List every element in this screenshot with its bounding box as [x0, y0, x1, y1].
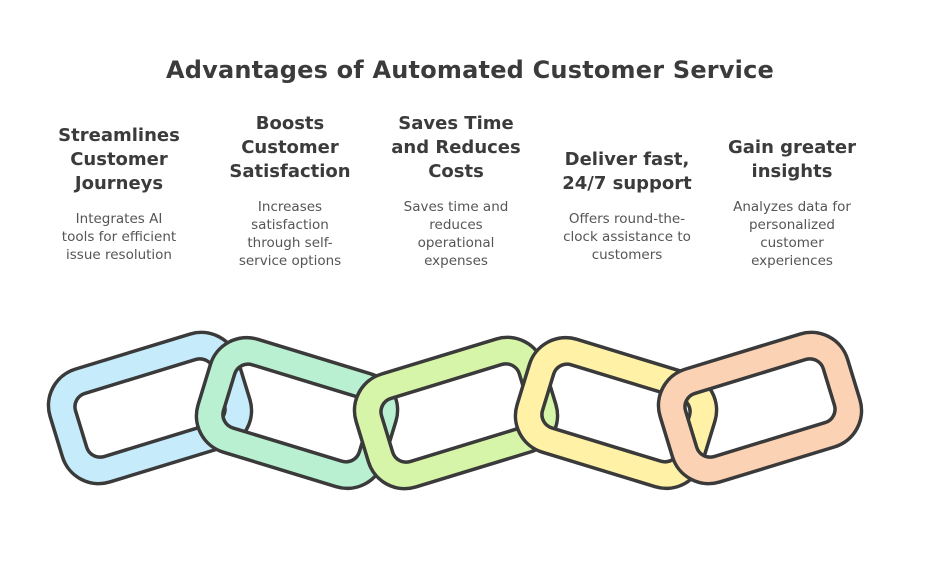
advantage-description: Saves time and reduces operational expen…	[403, 199, 509, 269]
advantage-heading: Boosts Customer Satisfaction	[229, 113, 351, 182]
advantage-description: Offers round-the- clock assistance to cu…	[563, 211, 691, 263]
advantage-heading: Deliver fast, 24/7 support	[562, 149, 692, 194]
chain-link-band	[658, 332, 862, 484]
advantage-heading: Gain greater insights	[728, 137, 856, 182]
advantage-description: Increases satisfaction through self- ser…	[238, 199, 342, 269]
chain-link-outer-outline	[46, 330, 254, 486]
advantage-item-satisfaction: Boosts Customer Satisfaction Increases s…	[205, 112, 375, 270]
advantage-heading: Saves Time and Reduces Costs	[391, 113, 521, 182]
chain-link-outer-outline	[513, 335, 719, 491]
advantage-heading: Streamlines Customer Journeys	[58, 125, 180, 194]
advantage-description: Analyzes data for personalized customer …	[733, 199, 851, 269]
advantage-item-insights: Gain greater insights Analyzes data for …	[707, 136, 877, 270]
chain-link-band	[515, 337, 717, 489]
advantage-item-streamlines: Streamlines Customer Journeys Integrates…	[34, 124, 204, 264]
chain-link-outer-outline	[656, 330, 864, 486]
chain-link-inner-outline	[683, 357, 837, 459]
chain-link-insights	[656, 330, 864, 486]
advantage-description: Integrates AI tools for efficient issue …	[61, 211, 177, 263]
chain-link-support	[513, 335, 719, 491]
diagram-title: Advantages of Automated Customer Service	[165, 56, 775, 84]
advantage-item-support: Deliver fast, 24/7 support Offers round-…	[542, 148, 712, 264]
advantage-item-costs: Saves Time and Reduces Costs Saves time …	[371, 112, 541, 270]
